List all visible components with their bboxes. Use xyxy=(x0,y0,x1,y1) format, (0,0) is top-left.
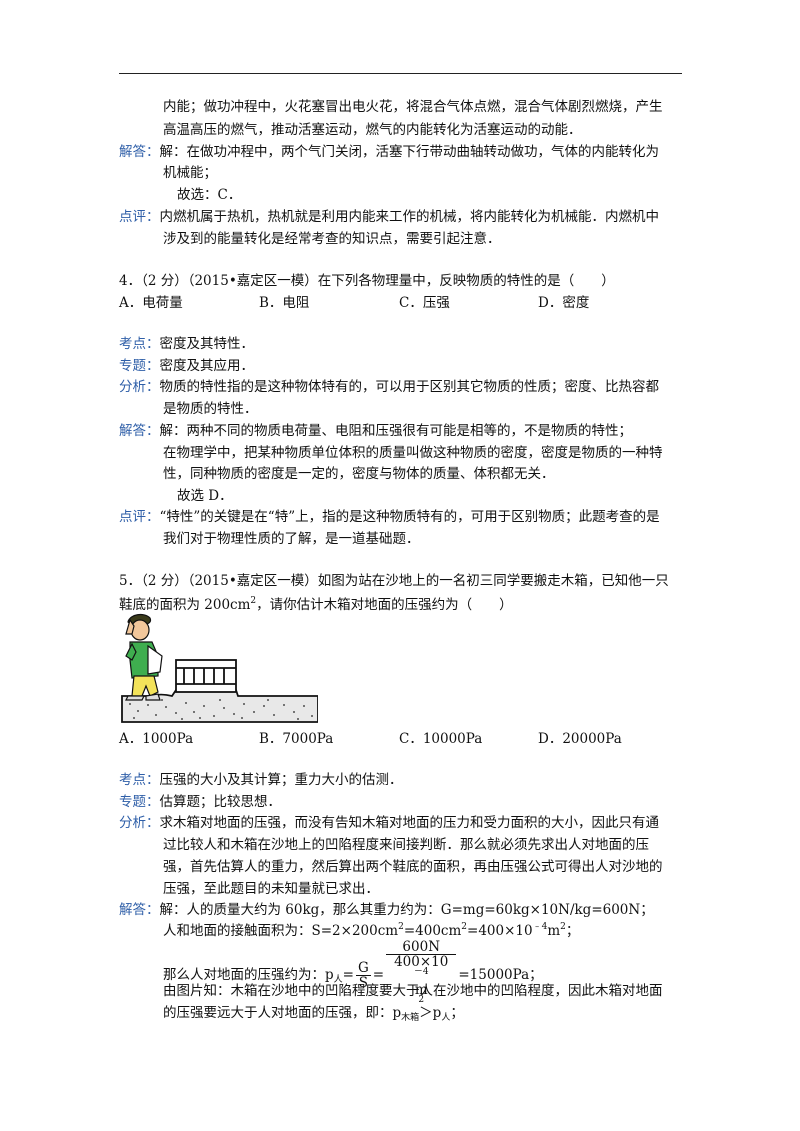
q5-fenxi-line: 过比较人和木箱在沙地上的凹陷程度来间接判断．那么就必须先求出人对地面的压 xyxy=(163,837,649,853)
student xyxy=(125,613,163,701)
q5-jieda: 解答：解：人的质量大约为 60kg，那么其重力约为：G=mg=60kg×10N/… xyxy=(119,902,654,918)
q5-option-d: D．20000Pa xyxy=(538,731,622,747)
q3-dianping: 点评：内燃机属于热机，热机就是利用内能来工作的机械，将内能转化为机械能．内燃机中 xyxy=(119,209,659,225)
q3-jieda: 解答：解：在做功冲程中，两个气门关闭，活塞下行带动曲轴转动做功，气体的内能转化为 xyxy=(119,144,659,160)
q5-zhuanti: 专题：估算题；比较思想． xyxy=(119,794,281,810)
q5-contact-area: 人和地面的接触面积为：S=2×200cm2=400cm2=400×10﹣4m2； xyxy=(163,922,580,940)
sand-dots xyxy=(129,699,313,720)
q4-answer: 故选 D． xyxy=(177,488,233,504)
q3-jieda-line: 机械能； xyxy=(163,165,217,181)
q4-stem: 4．（2 分）（2015•嘉定区一模）在下列各物理量中，反映物质的特性的是（ ） xyxy=(119,273,615,289)
q5-stem: 5．（2 分）（2015•嘉定区一模）如图为站在沙地上的一名初三同学要搬走木箱，… xyxy=(119,573,669,589)
q3-answer: 故选：C． xyxy=(177,187,242,203)
q3-text-line: 内能；做功冲程中，火花塞冒出电火花，将混合气体点燃，混合气体剧烈燃烧，产生 xyxy=(163,99,663,115)
q5-option-a: A．1000Pa xyxy=(119,731,194,747)
q4-dianping-line: 我们对于物理性质的了解，是一道基础题． xyxy=(163,531,420,547)
q5-jieda-line5: 的压强要远大于人对地面的压强，即：p木箱＞p人； xyxy=(163,1005,464,1023)
q4-jieda: 解答：解：两种不同的物质电荷量、电阻和压强很有可能是相等的，不是物质的特性； xyxy=(119,423,632,439)
dianping-label: 点评： xyxy=(119,209,160,225)
q4-fenxi: 分析：物质的特性指的是这种物体特有的，可以用于区别其它物质的性质；密度、比热容都 xyxy=(119,379,659,395)
q4-kaodian: 考点：密度及其特性． xyxy=(119,336,254,352)
q5-fenxi-line: 强，首先估算人的重力，然后算出两个鞋底的面积，再由压强公式可得出人对沙地的 xyxy=(163,859,663,875)
q3-dianping-line: 涉及到的能量转化是经常考查的知识点，需要引起注意． xyxy=(163,231,501,247)
q4-jieda-line: 性，同种物质的密度是一定的，密度与物体的质量、体积都无关． xyxy=(163,466,555,482)
q4-dianping: 点评：“特性”的关键是在“特”上，指的是这种物质特有的，可用于区别物质；此题考查… xyxy=(119,509,660,525)
q3-text-line: 高温高压的燃气，推动活塞运动，燃气的内能转化为活塞运动的动能． xyxy=(163,122,582,138)
q4-option-d: D．密度 xyxy=(538,295,590,311)
q4-jieda-line: 在物理学中，把某种物质单位体积的质量叫做这种物质的密度，密度是物质的一种特 xyxy=(163,445,663,461)
header-rule xyxy=(119,73,682,74)
q5-jieda-line: 由图片知：木箱在沙地中的凹陷程度要大于人在沙地中的凹陷程度，因此木箱对地面 xyxy=(163,983,663,999)
wooden-box xyxy=(175,659,237,693)
q5-stem-line2: 鞋底的面积为 200cm2，请你估计木箱对地面的压强约为（ ） xyxy=(119,596,513,614)
q5-fenxi: 分析：求木箱对地面的压强，而没有告知木箱对地面的压力和受力面积的大小，因此只有通 xyxy=(119,815,659,831)
q5-option-b: B．7000Pa xyxy=(259,731,334,747)
q4-option-a: A．电荷量 xyxy=(119,295,183,311)
q5-kaodian: 考点：压强的大小及其计算；重力大小的估测． xyxy=(119,772,403,788)
student-box-sand-figure xyxy=(121,613,318,723)
q4-fenxi-line: 是物质的特性． xyxy=(163,401,258,417)
q4-zhuanti: 专题：密度及其应用． xyxy=(119,358,254,374)
q5-fenxi-line: 压强，至此题目的未知量就已求出． xyxy=(163,881,379,897)
q4-option-c: C．压强 xyxy=(399,295,450,311)
q5-option-c: C．10000Pa xyxy=(399,731,483,747)
jieda-label: 解答： xyxy=(119,144,160,160)
q4-option-b: B．电阻 xyxy=(259,295,310,311)
